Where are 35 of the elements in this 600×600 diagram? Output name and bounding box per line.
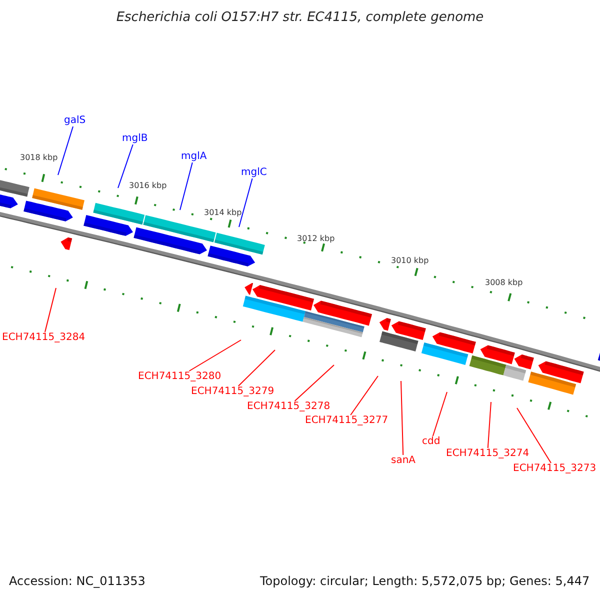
leader-line [180, 162, 193, 210]
leader-line [516, 408, 552, 464]
leader-line [432, 392, 448, 436]
gene-label: ECH74115_3273 [513, 463, 596, 474]
position-label: 3008 kbp [485, 278, 523, 288]
gene-label: cdd [422, 436, 440, 448]
gene-label: ECH74115_3280 [138, 371, 222, 382]
footer-text: Accession: NC_011353 [9, 575, 146, 589]
gene-label: mglA [181, 151, 207, 162]
position-label: 3014 kbp [204, 208, 242, 218]
leader-line [118, 144, 134, 188]
leader-line [238, 350, 276, 386]
gene-label: sanA [391, 455, 416, 466]
leader-line [58, 126, 74, 176]
position-label: 3018 kbp [20, 153, 58, 162]
gene-label: ECH74115_3284 [2, 332, 86, 344]
leader-line [188, 340, 242, 372]
gene-label: ECH74115_3279 [191, 386, 274, 398]
leader-line [294, 364, 334, 402]
gene-label: ECH74115_3274 [446, 448, 530, 460]
gene-label: ECH74115_3277 [305, 415, 388, 426]
gene-label: mglC [241, 167, 267, 178]
gene-label: galS [64, 115, 86, 126]
position-label: 3010 kbp [391, 256, 429, 266]
footer-text: Topology: circular; Length: 5,572,075 bp; Genes: 5,447 [260, 575, 590, 589]
leader-line [487, 402, 492, 448]
gene-label: ECH74115_3278 [247, 401, 330, 412]
leader-line [400, 380, 404, 456]
title: Escherichia coli O157:H7 str. EC4115, complete genome [115, 10, 485, 25]
position-label: 3012 kbp [297, 234, 335, 244]
leader-line [350, 376, 378, 416]
leader-line [44, 288, 56, 332]
gene-label: mglB [122, 133, 148, 144]
position-label: 3016 kbp [129, 181, 167, 190]
leader-line [238, 178, 253, 228]
